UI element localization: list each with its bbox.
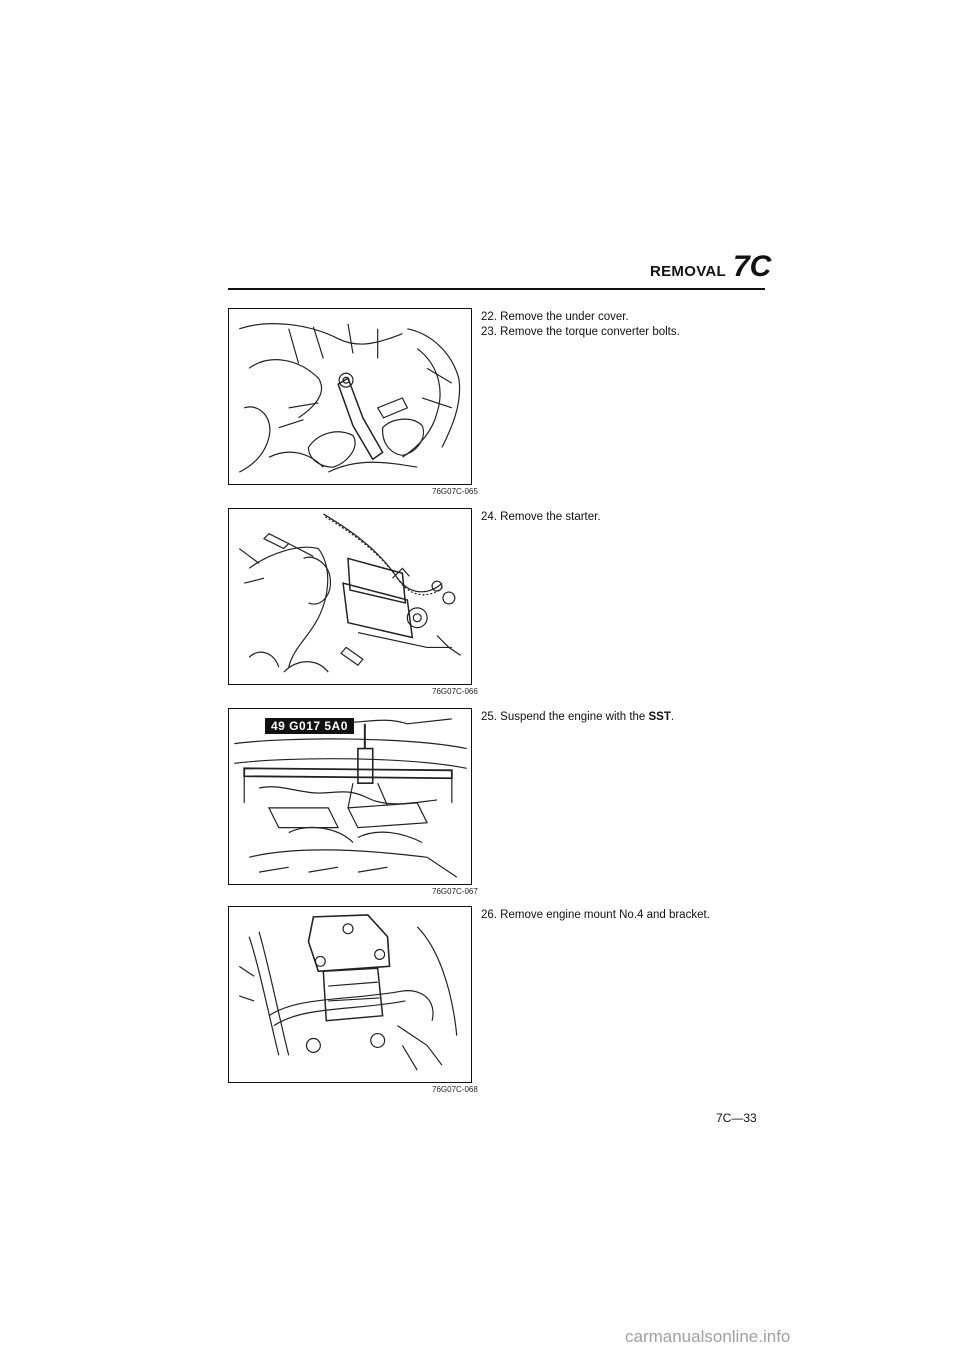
- figure-caption: 76G07C-068: [432, 1085, 478, 1094]
- watermark-text: carmanualsonline.info: [625, 1327, 791, 1346]
- figure-engine-suspend: [228, 708, 472, 885]
- section-code: 7C: [733, 250, 772, 283]
- step-23: 23. Remove the torque converter bolts.: [481, 326, 680, 338]
- figure-starter: [228, 508, 472, 685]
- figure-caption: 76G07C-067: [432, 887, 478, 896]
- figure-caption: 76G07C-066: [432, 687, 478, 696]
- step-25-text: 25. Suspend the engine with the: [481, 711, 649, 723]
- sst-tool-label: 49 G017 5A0: [265, 718, 354, 734]
- step-25: 25. Suspend the engine with the SST.: [481, 710, 674, 724]
- illustration-engine-mount-bracket: [238, 914, 458, 1071]
- figure-engine-mount: [228, 906, 472, 1083]
- figure-caption: 76G07C-065: [432, 487, 478, 496]
- step-26: 26. Remove engine mount No.4 and bracket…: [481, 909, 710, 921]
- figure-torque-converter-bolts: [228, 308, 472, 485]
- section-title: REMOVAL: [650, 263, 726, 280]
- illustration-wrench-on-bolts: [239, 323, 461, 473]
- step-25-end: .: [670, 711, 675, 723]
- page-number: 7C—33: [716, 1111, 757, 1125]
- illustration-starter-motor: [238, 513, 462, 673]
- step-24: 24. Remove the starter.: [481, 511, 601, 523]
- step-22: 22. Remove the under cover.: [481, 311, 629, 323]
- sst-term: SST: [648, 711, 671, 723]
- illustration-engine-support-tool: [234, 718, 467, 878]
- header-divider: [228, 288, 765, 290]
